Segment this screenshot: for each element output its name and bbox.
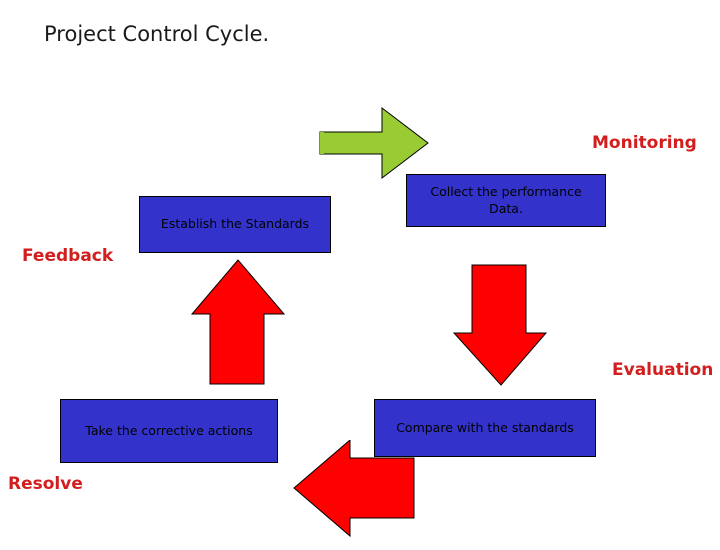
- arrow-left-red-icon: [190, 259, 286, 385]
- arrow-bottom-red-icon: [293, 440, 415, 538]
- label-feedback: Feedback: [22, 246, 114, 266]
- box-take-corrective-actions[interactable]: Take the corrective actions: [60, 399, 278, 463]
- box-establish-the-standards[interactable]: Establish the Standards: [139, 196, 331, 253]
- label-resolve: Resolve: [8, 474, 83, 494]
- box-collect-performance-data[interactable]: Collect the performance Data.: [406, 174, 606, 227]
- arrow-top-green-icon: [319, 106, 429, 180]
- label-monitoring: Monitoring: [592, 133, 697, 153]
- arrow-right-red-icon: [452, 264, 548, 386]
- page-title: Project Control Cycle.: [44, 22, 270, 46]
- label-evaluation: Evaluation: [612, 360, 714, 380]
- box-compare-with-standards[interactable]: Compare with the standards: [374, 399, 596, 457]
